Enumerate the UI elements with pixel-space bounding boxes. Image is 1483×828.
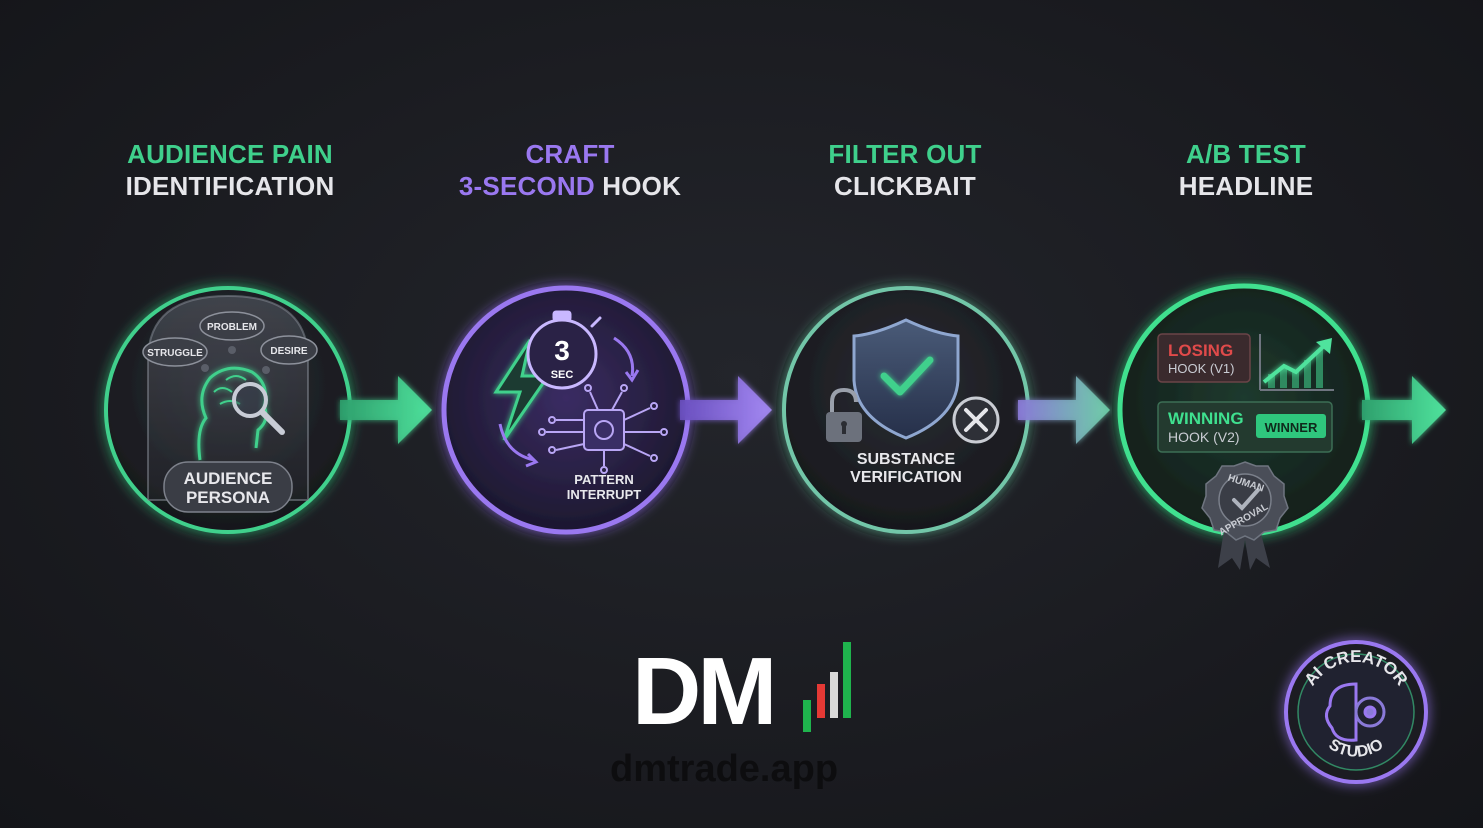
persona-line1: AUDIENCE [184,469,273,488]
flow-arrow-2 [680,376,772,444]
persona-plaque [163,461,293,513]
step-1-node: STRUGGLE PROBLEM DESIRE AUDIENCE PERSONA [98,280,358,540]
losing-card [1157,333,1251,383]
losing-line1: LOSING [1168,341,1233,360]
logo-text: DM [632,638,777,745]
step-2-node: 3 SEC PATTERN INTERRUPT [436,280,696,540]
growth-chart-icon [1259,334,1334,391]
studio-badge: AI CREATOR STUDIO [1284,640,1428,784]
shield-check-icon [852,318,960,440]
timer-unit: SEC [551,369,574,381]
pattern-line2: INTERRUPT [567,487,641,502]
step-2-title-rest: HOOK [594,171,682,201]
step-3-title-line1: FILTER OUT [828,139,982,169]
curved-arrow-icon [498,336,640,468]
flow-arrow-1 [340,376,432,444]
step-4-node: LOSING HOOK (V1) WINNING HOOK (V2) WINNE… [1112,278,1376,570]
timer-value: 3 [554,335,570,366]
flow-arrow-4 [1362,376,1446,444]
step-1-title: AUDIENCE PAIN IDENTIFICATION [80,138,380,202]
step-1-title-line2: IDENTIFICATION [125,171,335,201]
step-2-title-accent: 3-SECOND [458,171,595,201]
step-3-title: FILTER OUT CLICKBAIT [755,138,1055,202]
bubble-problem: PROBLEM [207,322,257,333]
x-circle-icon [952,396,1000,444]
pattern-line1: PATTERN [574,472,633,487]
winning-line2: HOOK (V2) [1168,429,1240,445]
step-4-title-line1: A/B TEST [1185,139,1307,169]
padlock-icon [826,387,862,442]
winner-badge-text: WINNER [1265,420,1318,435]
bubble-desire: DESIRE [270,346,308,357]
winning-line1: WINNING [1168,409,1244,428]
logo-bars-icon [803,642,851,732]
step-4-title-line2: HEADLINE [1178,171,1314,201]
substance-line1: SUBSTANCE [857,451,956,468]
persona-line2: PERSONA [186,488,270,507]
step-1-title-line1: AUDIENCE PAIN [127,139,333,169]
bubble-struggle: STRUGGLE [147,348,203,359]
step-2-title: CRAFT 3-SECOND HOOK [420,138,720,202]
stopwatch-icon [526,310,602,390]
circuit-chip-icon [538,384,668,474]
brand-url[interactable]: dmtrade.app [610,748,839,790]
brand-logo: DM dmtrade.app [610,638,892,800]
winner-badge [1256,414,1326,438]
step-3-node: SUBSTANCE VERIFICATION [776,280,1036,540]
flow-arrow-3 [1018,376,1110,444]
step-2-title-line1: CRAFT [525,139,615,169]
thought-bubble-icon [142,311,318,374]
brain-gear-icon [1325,682,1386,742]
magnifier-icon [232,382,285,435]
approval-seal-icon [1201,461,1289,570]
step-4-title: A/B TEST HEADLINE [1096,138,1396,202]
substance-line2: VERIFICATION [850,469,962,486]
losing-line2: HOOK (V1) [1168,361,1234,376]
step-3-title-line2: CLICKBAIT [834,171,976,201]
shield-checkmark [880,356,934,396]
